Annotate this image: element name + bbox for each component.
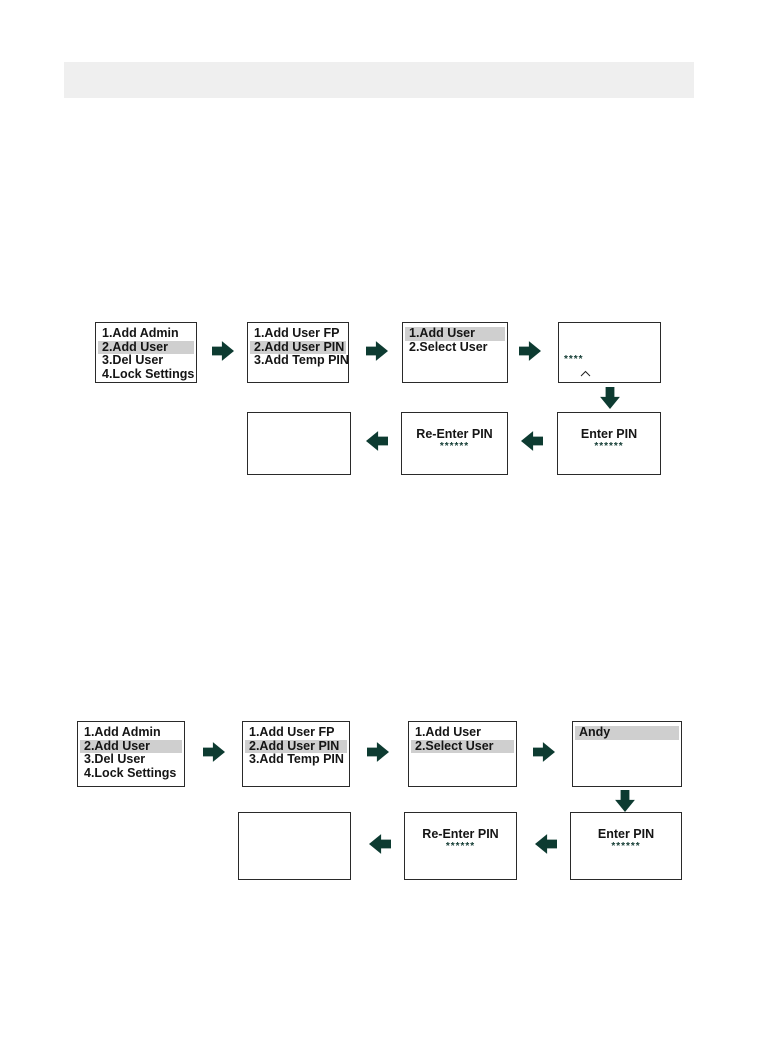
screen-title: Enter PIN xyxy=(597,827,655,841)
menu-item-lock-settings[interactable]: 4.Lock Settings xyxy=(84,765,177,780)
lcd-user-select-menu: 1.Add User 2.Select User xyxy=(408,721,517,787)
pin-mask: ****** xyxy=(445,841,476,852)
arrow-icon xyxy=(203,741,225,763)
menu-item-del-user[interactable]: 3.Del User xyxy=(84,752,146,767)
lcd-blank xyxy=(247,412,351,475)
menu-item-add-user[interactable]: 2.Add User xyxy=(80,739,182,754)
arrow-icon xyxy=(366,430,388,452)
menu-item-add-temp-pin[interactable]: 3.Add Temp PIN xyxy=(249,752,344,767)
arrow-icon xyxy=(367,741,389,763)
arrow-icon xyxy=(366,340,388,362)
lcd-enter-pin: Enter PIN ****** xyxy=(570,812,682,880)
menu-list: 1.Add User FP 2.Add User PIN 3.Add Temp … xyxy=(243,722,349,767)
pin-mask: **** xyxy=(564,354,584,365)
menu-list: 1.Add User FP 2.Add User PIN 3.Add Temp … xyxy=(248,323,349,368)
lcd-add-user-menu: 1.Add User FP 2.Add User PIN 3.Add Temp … xyxy=(242,721,350,787)
menu-list: Andy xyxy=(573,722,681,740)
arrow-icon xyxy=(519,340,541,362)
lcd-user-number: **** xyxy=(558,322,661,383)
menu-list: 1.Add Admin 2.Add User 3.Del User 4.Lock… xyxy=(78,722,184,780)
arrow-icon xyxy=(369,833,391,855)
menu-item-select-user[interactable]: 2.Select User xyxy=(409,339,488,354)
caret-up-icon xyxy=(580,364,591,377)
menu-item-lock-settings[interactable]: 4.Lock Settings xyxy=(102,366,195,381)
menu-list: 1.Add User 2.Select User xyxy=(409,722,516,754)
arrow-icon xyxy=(212,340,234,362)
lcd-enter-pin: Enter PIN ****** xyxy=(557,412,661,475)
menu-item-select-user[interactable]: 2.Select User xyxy=(411,739,514,754)
arrow-icon xyxy=(614,790,636,812)
menu-item-add-new-user[interactable]: 1.Add User xyxy=(405,326,505,341)
pin-mask: ****** xyxy=(611,841,641,852)
header-bar xyxy=(64,62,694,98)
menu-list: 1.Add User 2.Select User xyxy=(403,323,507,354)
menu-item-add-admin[interactable]: 1.Add Admin xyxy=(102,326,179,340)
arrow-icon xyxy=(535,833,557,855)
lcd-user-list: Andy xyxy=(572,721,682,787)
lcd-blank xyxy=(238,812,351,880)
lcd-main-menu: 1.Add Admin 2.Add User 3.Del User 4.Lock… xyxy=(77,721,185,787)
arrow-icon xyxy=(533,741,555,763)
lcd-add-user-menu: 1.Add User FP 2.Add User PIN 3.Add Temp … xyxy=(247,322,349,383)
lcd-user-select-menu: 1.Add User 2.Select User xyxy=(402,322,508,383)
menu-list: 1.Add Admin 2.Add User 3.Del User 4.Lock… xyxy=(96,323,196,381)
menu-item-add-user-pin[interactable]: 2.Add User PIN xyxy=(245,739,347,754)
menu-item-add-user-fp[interactable]: 1.Add User FP xyxy=(249,725,335,739)
list-item-user[interactable]: Andy xyxy=(575,725,679,740)
pin-mask: ****** xyxy=(594,441,624,452)
menu-item-add-temp-pin[interactable]: 3.Add Temp PIN xyxy=(254,353,349,368)
lcd-reenter-pin: Re-Enter PIN ****** xyxy=(401,412,508,475)
screen-title: Re-Enter PIN xyxy=(422,827,499,841)
menu-item-add-user[interactable]: 2.Add User xyxy=(98,340,194,355)
arrow-icon xyxy=(521,430,543,452)
menu-item-add-admin[interactable]: 1.Add Admin xyxy=(84,725,161,739)
menu-item-add-new-user[interactable]: 1.Add User xyxy=(415,725,481,739)
screen-title: Re-Enter PIN xyxy=(416,427,493,441)
menu-item-del-user[interactable]: 3.Del User xyxy=(102,353,164,368)
menu-item-add-user-pin[interactable]: 2.Add User PIN xyxy=(250,340,346,355)
menu-item-add-user-fp[interactable]: 1.Add User FP xyxy=(254,326,340,340)
screen-title: Enter PIN xyxy=(580,427,638,441)
pin-mask: ****** xyxy=(439,441,470,452)
lcd-main-menu: 1.Add Admin 2.Add User 3.Del User 4.Lock… xyxy=(95,322,197,383)
arrow-icon xyxy=(599,387,621,409)
lcd-reenter-pin: Re-Enter PIN ****** xyxy=(404,812,517,880)
